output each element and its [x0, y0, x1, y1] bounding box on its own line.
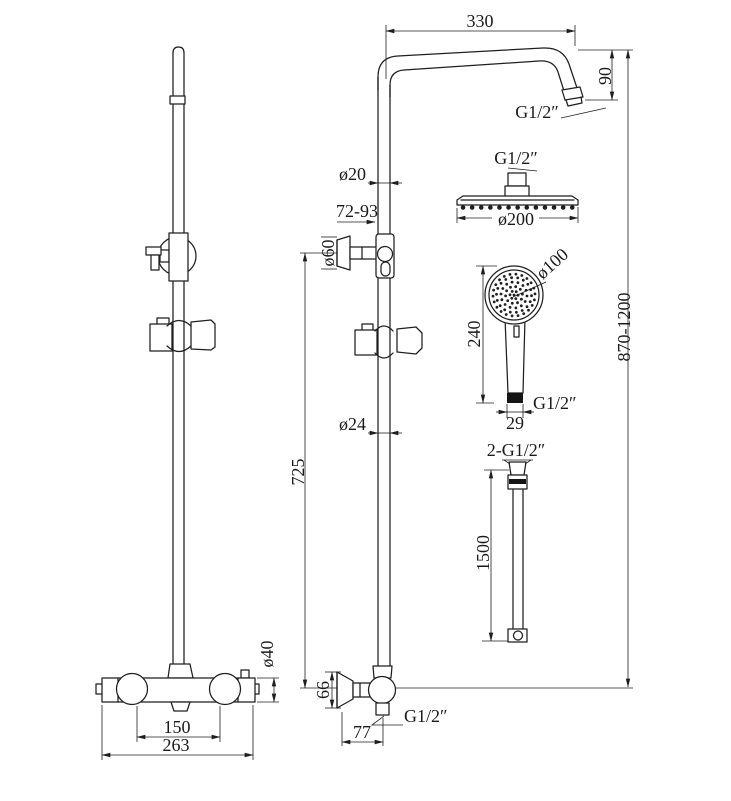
dim-label-o20: ø20	[339, 164, 366, 184]
label-g12-head: G1/2″	[494, 148, 538, 168]
holder-left-block	[354, 329, 378, 356]
valve-temperature-knob	[115, 672, 149, 706]
dim-overall-height-870-1200: 870-1200	[614, 49, 634, 688]
label-hose-threads: 2-G1/2″	[487, 440, 546, 465]
dim-elbow-flange-66: 66	[313, 671, 341, 709]
handset-connector-band	[507, 393, 523, 403]
front-view: 150 263 ø40	[95, 46, 279, 760]
dim-label-90: 90	[595, 67, 615, 85]
front-handset-holder	[149, 317, 216, 353]
dim-flange-diameter-60: ø60	[318, 236, 338, 270]
dim-total-width-263: 263	[101, 705, 254, 760]
front-bracket-slider	[168, 232, 189, 282]
dim-label-1500: 1500	[473, 535, 493, 571]
wall-supply-elbow	[336, 665, 397, 716]
dim-label-66: 66	[313, 681, 333, 699]
dim-label-o24: ø24	[339, 414, 366, 434]
valve-inlet-nut	[167, 663, 194, 679]
bracket-slot	[380, 261, 391, 277]
side-view: 330 90 870-1200 G1/2″ ø20 72-93	[288, 11, 634, 746]
dim-label-263: 263	[163, 735, 190, 755]
dim-label-150: 150	[164, 717, 191, 737]
dim-head-diameter-200: ø200	[456, 207, 579, 229]
dim-label-870-1200: 870-1200	[614, 293, 634, 362]
front-rail-collar	[169, 95, 186, 105]
head-nipple-upper	[507, 172, 527, 187]
front-rail	[172, 46, 185, 664]
label-g12-elbow: G1/2″	[404, 706, 448, 726]
label-g12-arm: G1/2″	[515, 102, 559, 122]
dim-label-29: 29	[506, 413, 524, 433]
dim-valve-diameter-40: ø40	[257, 641, 279, 703]
label-arm-outlet-thread: G1/2″	[515, 102, 607, 122]
dim-label-72-93: 72-93	[336, 201, 378, 221]
elbow-stem	[352, 682, 371, 698]
holder-right-block	[190, 319, 216, 351]
hose-end-bore	[512, 630, 524, 641]
handset-slot	[513, 325, 520, 338]
dim-label-o100: ø100	[532, 244, 572, 283]
bracket-arm	[349, 246, 378, 260]
front-lever-top	[145, 246, 162, 256]
dim-handset-length-240: 240	[464, 265, 497, 404]
hose-top-nut	[508, 461, 527, 476]
bracket-flange	[336, 235, 351, 271]
arm-outlet-stub	[565, 96, 583, 107]
dim-label-o40: ø40	[257, 641, 277, 668]
holder-left-block	[149, 323, 173, 352]
label-g12-handset: G1/2″	[533, 393, 577, 413]
handset-handle	[504, 317, 526, 394]
elbow-flange	[336, 671, 354, 709]
bracket-lock-knob	[376, 245, 394, 263]
holder-clamp-arcs	[374, 325, 394, 359]
detail-rain-head: G1/2″ ø200	[456, 148, 579, 229]
dim-label-330: 330	[467, 11, 494, 31]
holder-right-block	[396, 326, 423, 355]
holder-clamp-arcs	[166, 319, 192, 353]
dim-arm-width-330: 330	[385, 11, 576, 79]
arm-outer-line	[377, 47, 579, 92]
dim-arm-drop-90: 90	[578, 49, 633, 101]
thermostatic-valve	[95, 663, 260, 712]
dim-bracket-range-72-93: 72-93	[336, 201, 378, 225]
dim-hose-length-1500: 1500	[473, 469, 509, 642]
detail-handset: 240 ø100 29 G1/2″	[464, 244, 577, 433]
head-nipple-lower	[504, 185, 530, 198]
label-2-g12: 2-G1/2″	[487, 440, 546, 460]
dim-label-o60: ø60	[318, 240, 338, 267]
dim-riser-upper-diameter-20: ø20	[339, 164, 402, 186]
hose-end-nut	[507, 628, 528, 643]
dim-riser-length-725: 725	[288, 252, 308, 689]
valve-button	[240, 669, 250, 679]
riser-mask	[378, 90, 390, 666]
handset-face-ring	[488, 269, 540, 321]
dim-handset-width-29: 29	[496, 404, 534, 433]
label-head-inlet-thread: G1/2″	[494, 148, 538, 172]
dim-knob-spacing-150: 150	[136, 706, 221, 742]
dim-label-725: 725	[288, 459, 308, 486]
detail-hose: 2-G1/2″ 1500	[473, 440, 546, 643]
dim-elbow-offset-77: 77	[341, 712, 384, 746]
hose-top-band	[509, 479, 526, 484]
side-wall-bracket	[336, 233, 395, 279]
arm-inner-line	[389, 60, 565, 98]
elbow-body	[367, 675, 397, 705]
front-lever-handle	[150, 254, 160, 271]
elbow-outlet	[375, 702, 390, 716]
arm-outlet-nut	[561, 86, 584, 101]
shower-arm	[377, 47, 584, 107]
side-handset-holder	[354, 323, 423, 359]
elbow-riser-nut	[372, 665, 393, 679]
valve-bottom-outlet	[170, 701, 191, 712]
label-elbow-outlet-thread: G1/2″	[370, 706, 448, 726]
dim-label-o200: ø200	[498, 209, 534, 229]
dim-riser-lower-diameter-24: ø24	[339, 414, 402, 436]
dim-label-77: 77	[353, 722, 371, 742]
dim-label-240: 240	[464, 321, 484, 348]
valve-flow-knob	[208, 672, 242, 706]
